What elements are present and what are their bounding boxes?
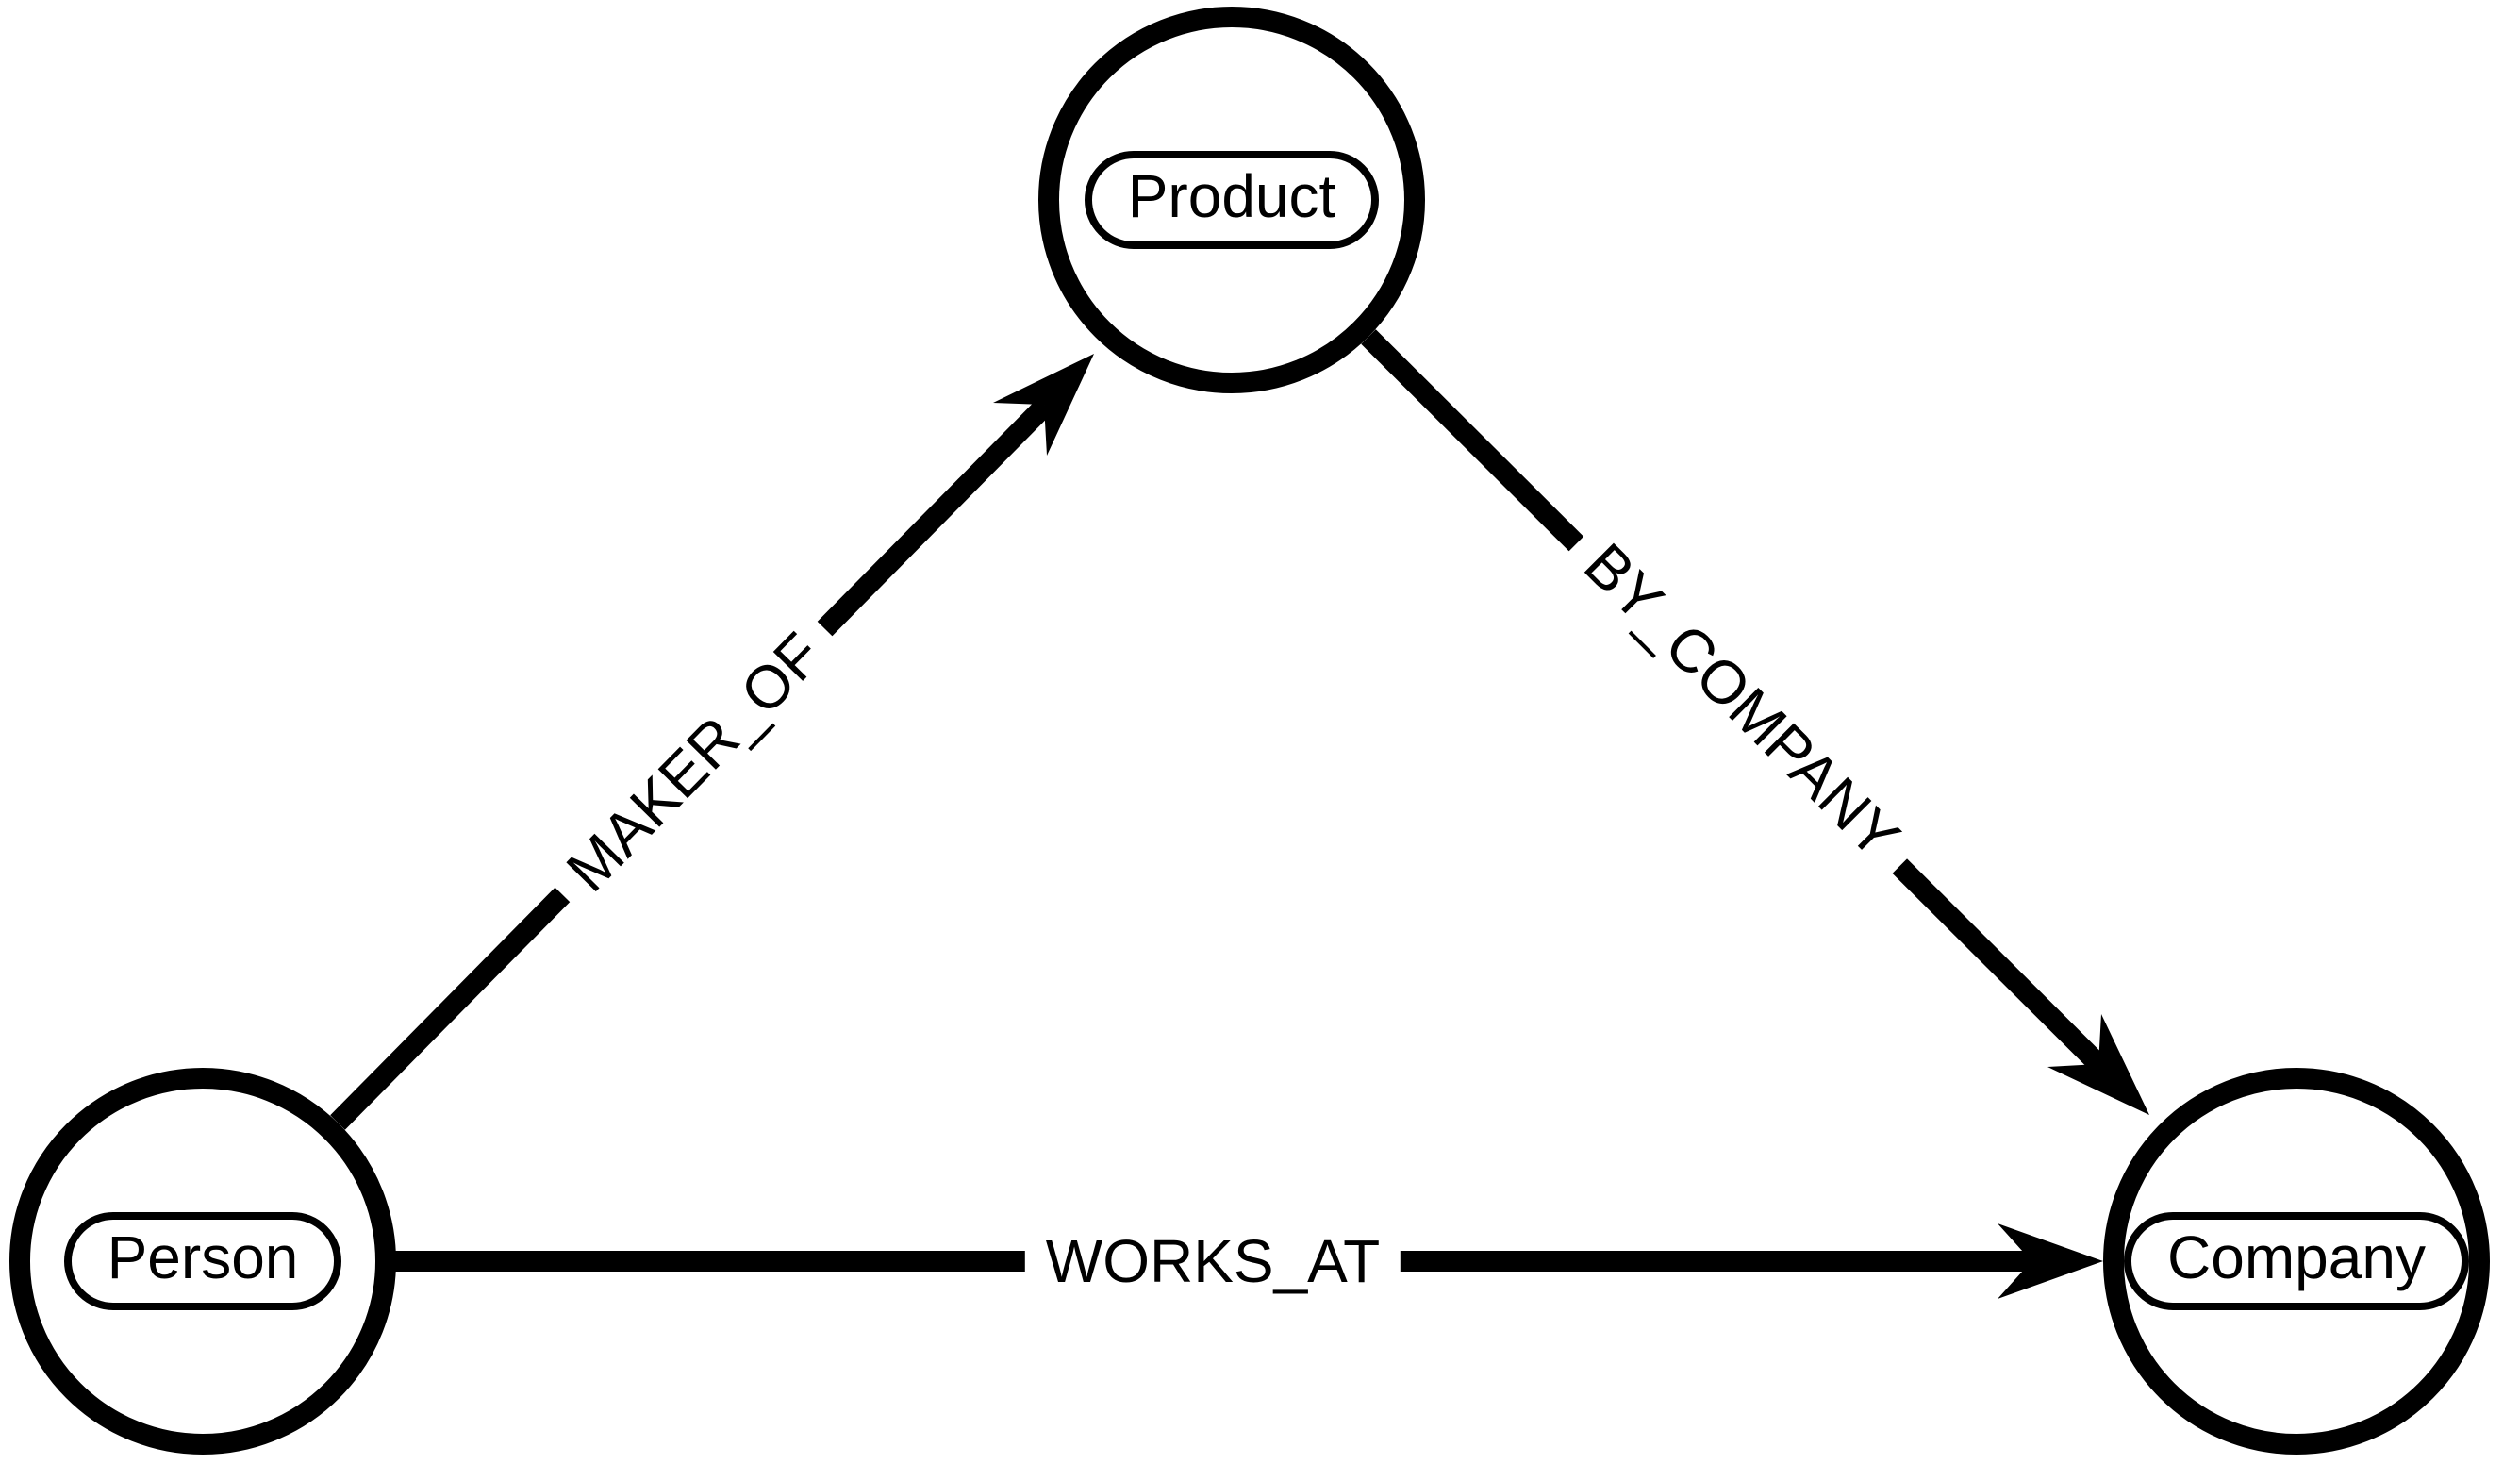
node-person: Person (9, 1068, 396, 1455)
edge-maker-of-arrowhead-icon (993, 354, 1094, 456)
node-product-label: Product (1084, 151, 1380, 249)
edge-works-at-arrowhead-icon (1998, 1223, 2103, 1299)
node-company-label: Company (2124, 1212, 2469, 1310)
edge-by-company-arrowhead-icon (2048, 1014, 2149, 1115)
node-product: Product (1038, 7, 1425, 393)
node-person-label: Person (63, 1212, 342, 1310)
node-company: Company (2103, 1068, 2490, 1455)
edge-label-works-at: WORKS_AT (1024, 1223, 1401, 1305)
